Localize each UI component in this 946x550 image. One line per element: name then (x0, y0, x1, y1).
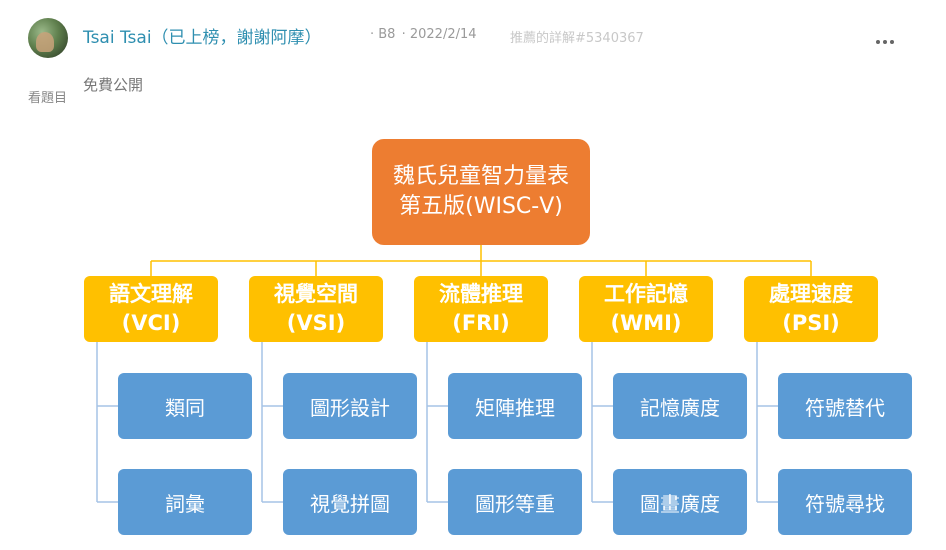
post-header: Tsai Tsai（已上榜，謝謝阿摩） · B8 · 2022/2/14 推薦的… (0, 0, 946, 110)
subtest-node: 圖畫廣度 (613, 469, 747, 535)
see-question-link[interactable]: 看題目 (28, 91, 68, 106)
category-node: 語文理解 (VCI) (84, 276, 218, 342)
category-abbr: (PSI) (782, 311, 840, 335)
root-node: 魏氏兒童智力量表 第五版(WISC-Ⅴ) (372, 139, 590, 245)
more-options-icon[interactable] (876, 35, 900, 49)
category-node: 流體推理 (FRI) (414, 276, 548, 342)
subtest-node: 視覺拼圖 (283, 469, 417, 535)
post-date: · 2022/2/14 (401, 27, 477, 42)
user-avatar[interactable] (28, 18, 68, 58)
category-name: 語文理解 (109, 282, 193, 306)
category-name: 流體推理 (439, 282, 523, 306)
root-title-line1: 魏氏兒童智力量表 (392, 164, 569, 189)
category-node: 視覺空間 (VSI) (249, 276, 383, 342)
subtest-node: 詞彙 (118, 469, 252, 535)
recommend-link[interactable]: 推薦的詳解#5340367 (510, 31, 644, 46)
category-node: 工作記憶 (WMI) (579, 276, 713, 342)
subtest-node: 圖形設計 (283, 373, 417, 439)
post-meta: · B8 · 2022/2/14 (370, 27, 479, 42)
category-name: 處理速度 (769, 282, 853, 306)
subtest-node: 類同 (118, 373, 252, 439)
subtest-node: 記憶廣度 (613, 373, 747, 439)
category-name: 工作記憶 (604, 282, 688, 306)
subtest-node: 矩陣推理 (448, 373, 582, 439)
category-node: 處理速度 (PSI) (744, 276, 878, 342)
category-abbr: (VSI) (286, 311, 346, 335)
category-abbr: (WMI) (610, 311, 682, 335)
author-name[interactable]: Tsai Tsai（已上榜，謝謝阿摩） (83, 28, 322, 48)
floor-number: · B8 (370, 27, 396, 42)
root-title-line2: 第五版(WISC-Ⅴ) (399, 194, 563, 219)
category-name: 視覺空間 (274, 282, 358, 306)
category-abbr: (FRI) (452, 311, 510, 335)
subtest-node: 符號替代 (778, 373, 912, 439)
subtest-node: 圖形等重 (448, 469, 582, 535)
access-label: 免費公開 (83, 76, 144, 94)
subtest-node: 符號尋找 (778, 469, 912, 535)
category-abbr: (VCI) (121, 311, 181, 335)
